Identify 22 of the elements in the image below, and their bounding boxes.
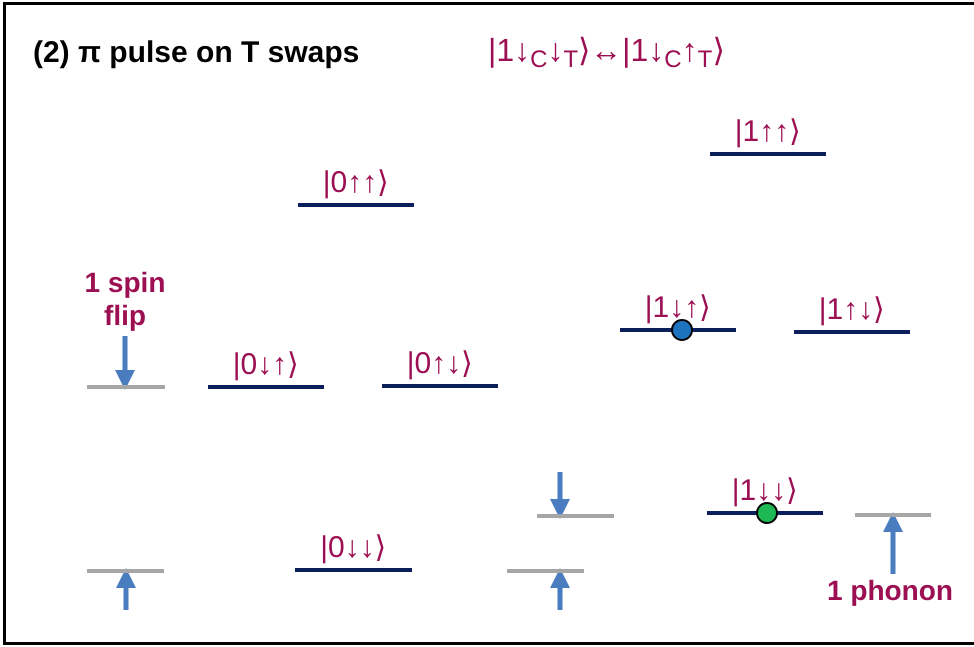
energy-level — [87, 385, 165, 389]
energy-level — [855, 513, 931, 517]
energy-level — [87, 569, 164, 573]
arrow — [550, 568, 570, 610]
energy-level — [507, 569, 584, 573]
state-swap-label: |1↓$_{C}$↓$_{T}$⟩↔|1↓$_{C}$↑$_{T}$⟩ — [488, 31, 724, 74]
state-label: |0↓↑⟩ — [232, 347, 300, 383]
arrow — [883, 512, 903, 574]
state-label: |0↓↓⟩ — [320, 530, 387, 566]
title: (2) π pulse on T swaps — [33, 35, 360, 71]
state-label: |1↑↓⟩ — [818, 292, 886, 328]
arrow — [550, 472, 570, 519]
state-label: |0↑↓⟩ — [406, 346, 474, 382]
annotation-text: 1 spin flip — [66, 266, 184, 336]
annotation-text: 1 phonon — [812, 574, 968, 612]
state-label: |1↑↑⟩ — [734, 114, 802, 150]
state-label: |1↓↓⟩ — [732, 473, 798, 509]
energy-level — [537, 514, 614, 518]
state-label: |1↓↑⟩ — [644, 290, 712, 326]
state-label: |0↑↑⟩ — [322, 165, 390, 201]
arrow — [115, 336, 135, 390]
arrow — [116, 568, 136, 610]
